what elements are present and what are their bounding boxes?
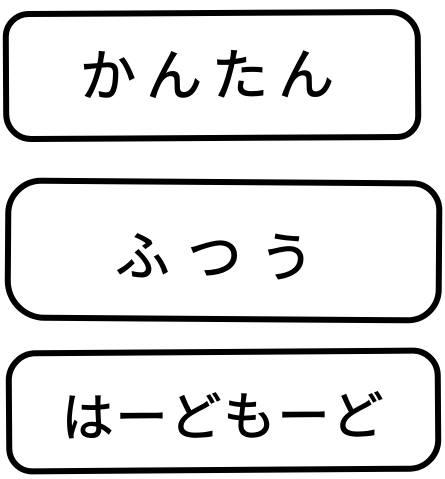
easy-button-label: かんたん [79, 43, 345, 110]
hard-button[interactable]: はーどもーど [5, 347, 442, 475]
normal-button-label: ふつう [115, 225, 332, 291]
hard-button-label: はーどもーど [61, 386, 386, 449]
easy-button[interactable]: かんたん [2, 8, 422, 143]
normal-button[interactable]: ふつう [4, 177, 443, 324]
